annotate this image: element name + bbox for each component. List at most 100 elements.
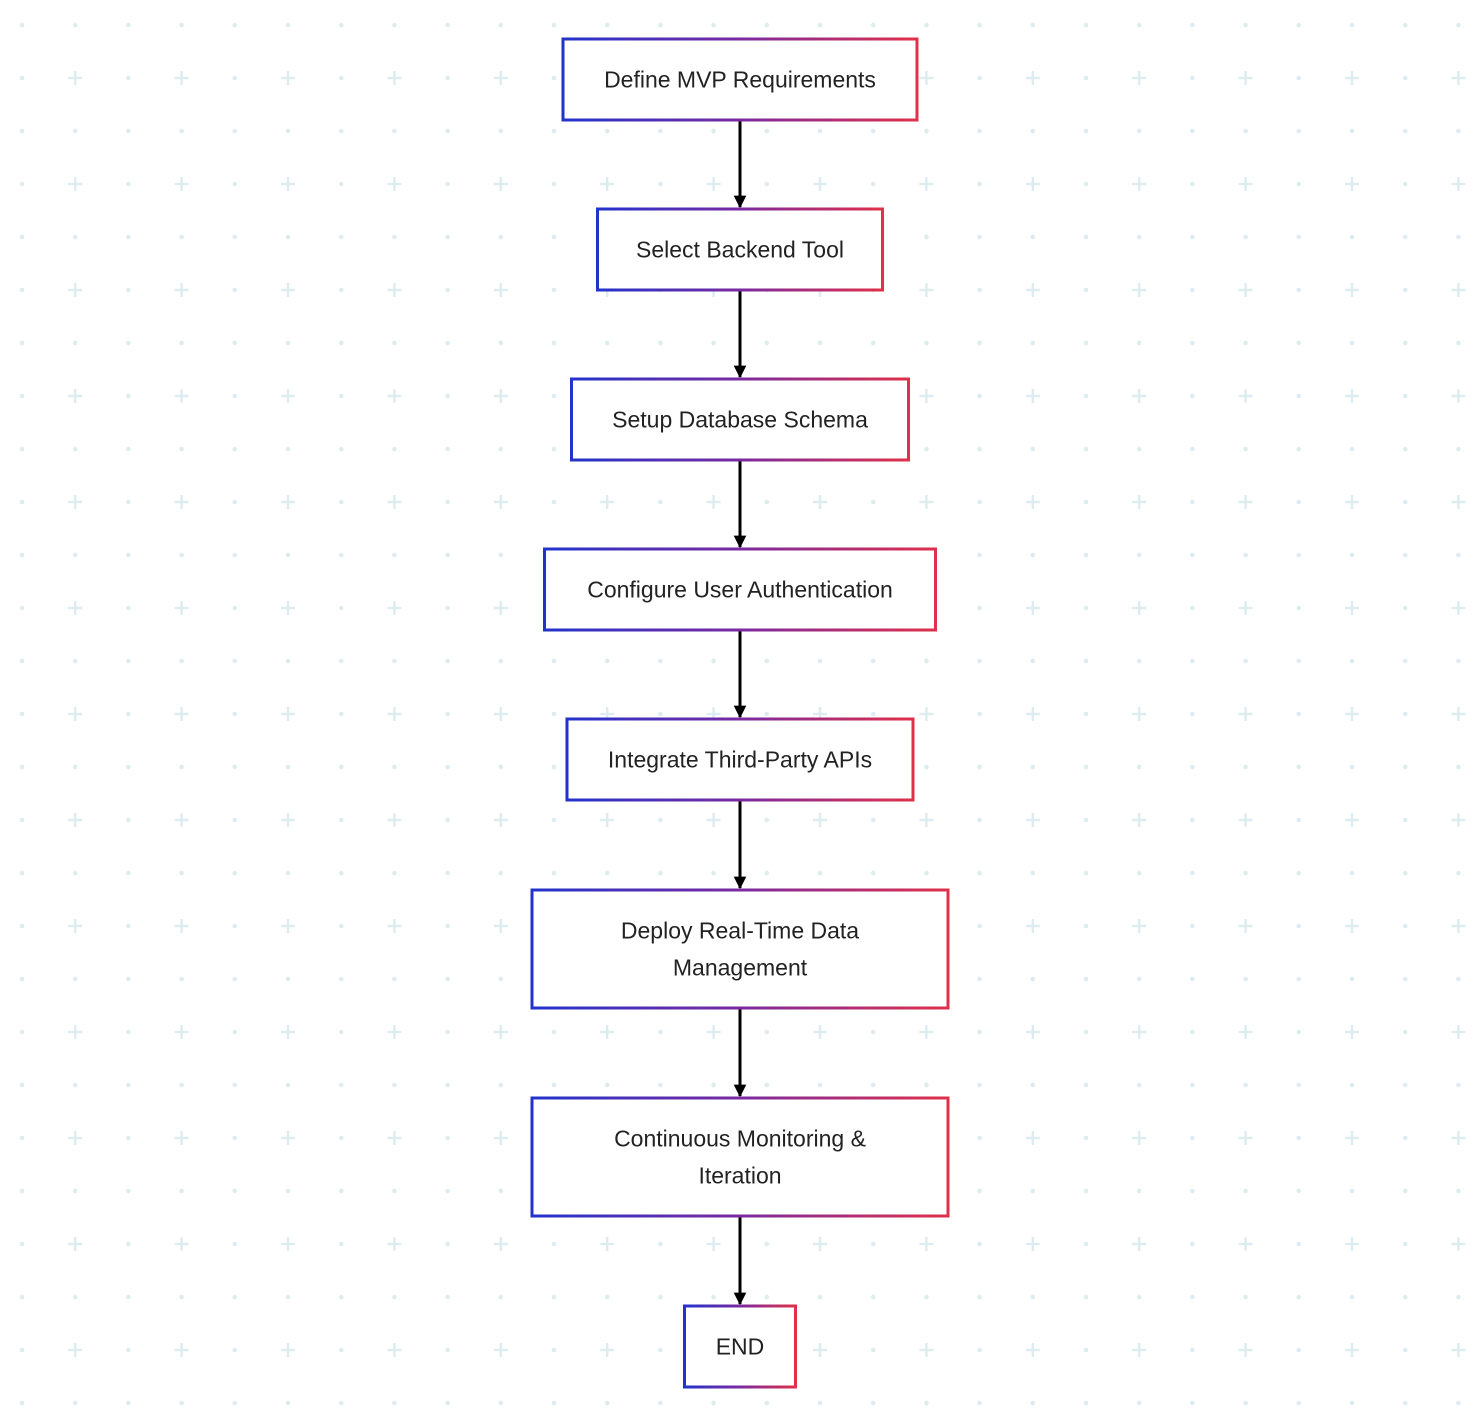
grid-plus [1132, 1025, 1147, 1039]
grid-dot [19, 923, 25, 929]
flow-node-box [596, 207, 884, 292]
grid-dot [392, 870, 397, 876]
grid-dot [1456, 446, 1461, 452]
grid-plus [174, 707, 189, 721]
grid-plus [281, 1237, 295, 1251]
flow-node-label: Iteration [698, 1163, 781, 1189]
grid-dot [658, 181, 663, 187]
grid-dot [179, 446, 184, 452]
grid-dot [1402, 976, 1408, 982]
grid-plus [1132, 71, 1147, 85]
grid-dot [1402, 923, 1408, 929]
flow-node-5: Integrate Third-Party APIs [565, 717, 915, 802]
grid-plus [919, 1237, 934, 1251]
grid-dot [19, 1082, 25, 1088]
grid-dot [498, 1188, 504, 1194]
grid-dot [392, 22, 397, 28]
flow-node-box [530, 1096, 950, 1218]
grid-dot [445, 234, 450, 240]
grid-dot [1456, 22, 1461, 28]
grid-dot [19, 446, 25, 452]
grid-dot [817, 1400, 823, 1406]
grid-dot [445, 1188, 450, 1194]
grid-plus [1025, 389, 1040, 403]
grid-dot [1083, 287, 1089, 293]
grid-dot [72, 128, 78, 134]
grid-dot [711, 1294, 716, 1300]
grid-plus [706, 1237, 721, 1251]
grid-plus [1132, 389, 1147, 403]
grid-plus [919, 813, 934, 827]
grid-dot [658, 499, 663, 505]
grid-dot [392, 128, 397, 134]
grid-dot [232, 1400, 238, 1406]
grid-dot [1349, 234, 1355, 240]
grid-dot [392, 764, 397, 770]
grid-dot [977, 75, 982, 81]
grid-dot [1190, 605, 1195, 611]
grid-plus [600, 1343, 615, 1357]
grid-dot [1296, 287, 1302, 293]
grid-dot [977, 817, 982, 823]
grid-dot [977, 1029, 982, 1035]
grid-dot [924, 870, 929, 876]
grid-plus [1025, 1025, 1040, 1039]
grid-dot [1083, 393, 1089, 399]
grid-dot [1402, 870, 1408, 876]
grid-dot [1083, 870, 1089, 876]
grid-dot [72, 1294, 78, 1300]
grid-dot [551, 22, 557, 28]
grid-dot [764, 1029, 770, 1035]
grid-dot [870, 499, 876, 505]
grid-dot [338, 923, 344, 929]
flow-node-box [530, 888, 950, 1010]
grid-plus [174, 1025, 189, 1039]
grid-dot [1456, 128, 1461, 134]
grid-dot [338, 976, 344, 982]
grid-dot [1402, 234, 1408, 240]
grid-dot [870, 817, 876, 823]
grid-plus [1238, 495, 1253, 509]
grid-dot [977, 287, 982, 293]
grid-dot [19, 870, 25, 876]
grid-dot [764, 817, 770, 823]
grid-dot [232, 287, 238, 293]
grid-dot [1243, 658, 1248, 664]
grid-dot [338, 287, 344, 293]
grid-dot [19, 1029, 25, 1035]
grid-dot [338, 1082, 344, 1088]
grid-dot [445, 22, 450, 28]
grid-dot [285, 976, 291, 982]
grid-plus [493, 495, 508, 509]
grid-plus [281, 1025, 295, 1039]
grid-dot [1083, 1400, 1089, 1406]
grid-dot [1136, 128, 1142, 134]
grid-dot [1402, 1241, 1408, 1247]
grid-dot [658, 817, 663, 823]
grid-dot [126, 976, 131, 982]
grid-dot [1402, 605, 1408, 611]
grid-dot [232, 446, 238, 452]
grid-dot [126, 128, 131, 134]
grid-dot [1190, 658, 1195, 664]
grid-dot [1190, 287, 1195, 293]
grid-dot [551, 446, 557, 452]
grid-dot [126, 1294, 131, 1300]
grid-dot [126, 1135, 131, 1141]
grid-dot [1349, 340, 1355, 346]
grid-dot [551, 340, 557, 346]
grid-dot [338, 552, 344, 558]
grid-dot [1456, 658, 1461, 664]
grid-plus [1238, 813, 1253, 827]
grid-dot [19, 499, 25, 505]
grid-plus [813, 1343, 827, 1357]
grid-dot [1190, 128, 1195, 134]
grid-dot [126, 1347, 131, 1353]
grid-dot [711, 1082, 716, 1088]
grid-dot [19, 1294, 25, 1300]
grid-plus [68, 1343, 83, 1357]
grid-dot [1030, 1082, 1036, 1088]
grid-plus [1025, 177, 1040, 191]
grid-dot [977, 605, 982, 611]
